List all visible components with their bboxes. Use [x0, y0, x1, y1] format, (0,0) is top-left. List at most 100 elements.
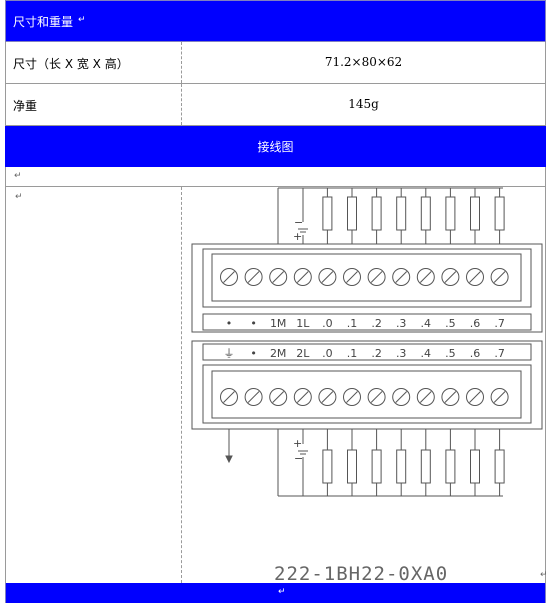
spec-value: 145g [348, 97, 379, 111]
top-terminal-screw [318, 268, 337, 286]
bottom-terminal-screw [220, 388, 238, 406]
top-screw-slot [223, 271, 235, 283]
top-terminal-label: .3 [396, 317, 407, 330]
bottom-load-resistor [371, 449, 382, 484]
section-header: 尺寸和重量↵ [5, 0, 546, 42]
spec-label: 尺寸（长 X 宽 X 高） [13, 57, 129, 71]
top-terminal-screw [293, 268, 312, 286]
bottom-label-strip [202, 343, 532, 361]
top-load-resistor [396, 196, 407, 231]
top-load-resistor [470, 196, 480, 231]
bottom-terminal-block-outer [202, 364, 532, 424]
paragraph-mark: ↵ [14, 171, 22, 181]
top-terminal-label: .7 [494, 317, 505, 330]
wiring-header: 接线图 [5, 126, 546, 167]
bottom-load-resistor [494, 449, 505, 484]
bottom-terminal-screw [490, 388, 509, 406]
top-load-resistor [494, 196, 505, 231]
bottom-terminal-label: .4 [421, 347, 432, 360]
wiring-title: 接线图 [257, 140, 294, 154]
bottom-terminal-label: .1 [347, 347, 358, 360]
top-terminal-screw [269, 268, 288, 286]
column-divider [181, 42, 182, 83]
bottom-power-minus: − [294, 452, 303, 465]
top-terminal-screw [416, 268, 435, 286]
bottom-screw-slot [395, 391, 408, 403]
top-terminal-screw [466, 268, 484, 286]
top-power-minus: − [294, 216, 303, 229]
bottom-terminal-block [211, 370, 522, 419]
bottom-screw-slot [223, 391, 235, 403]
top-terminal-screw [343, 268, 361, 286]
top-load-resistor [371, 196, 382, 231]
top-terminal-screw [367, 268, 386, 286]
paragraph-mark: ↵ [540, 570, 548, 580]
bottom-screw-slot [444, 391, 457, 403]
bottom-screw-slot [493, 391, 506, 403]
top-terminal-label: .4 [421, 317, 432, 330]
bottom-load-resistor [445, 449, 456, 484]
bottom-terminal-label: 2L [296, 347, 310, 360]
top-screw-slot [370, 271, 383, 283]
top-terminal-screw [244, 268, 263, 286]
bottom-terminal-screw [343, 388, 361, 406]
bottom-terminal-screw [441, 388, 460, 406]
top-load-resistor [445, 196, 456, 231]
top-screw-slot [395, 271, 408, 283]
bottom-terminal-screw [293, 388, 312, 406]
bottom-load-resistor [420, 449, 431, 484]
top-terminal-screw [220, 268, 238, 286]
top-terminal-label: 1L [296, 317, 310, 330]
top-terminal-label: .2 [371, 317, 382, 330]
bottom-screw-slot [321, 391, 334, 403]
bottom-load-resistor [470, 449, 480, 484]
empty-table-row: ↵ [5, 167, 546, 187]
bottom-terminal-label: .3 [396, 347, 407, 360]
section-title: 尺寸和重量 [13, 15, 74, 29]
bottom-terminal-label: 2M [270, 347, 287, 360]
bottom-connector-housing [191, 340, 543, 430]
top-terminal-label: 1M [270, 317, 287, 330]
top-power-plus: + [293, 230, 302, 243]
top-screw-slot [419, 271, 432, 283]
bottom-screw-slot [419, 391, 432, 403]
top-screw-slot [469, 271, 481, 283]
paragraph-mark: ↵ [15, 192, 23, 202]
top-load-resistor [420, 196, 431, 231]
bottom-terminal-screw [416, 388, 435, 406]
top-terminal-label: • [250, 317, 257, 330]
top-connector-housing [191, 243, 543, 333]
bottom-screw-slot [247, 391, 260, 403]
spec-row-size: 尺寸（长 X 宽 X 高） 71.2×80×62 [5, 42, 546, 84]
bottom-terminal-label: • [250, 347, 257, 360]
bottom-power-plus: + [293, 437, 302, 450]
footer-bar: ↵ [5, 583, 546, 603]
bottom-terminal-screw [269, 388, 288, 406]
bottom-load-resistor [396, 449, 407, 484]
top-terminal-screw [490, 268, 509, 286]
top-terminal-label: .6 [470, 317, 481, 330]
top-terminal-block [211, 253, 522, 302]
top-screw-slot [346, 271, 358, 283]
bottom-terminal-screw [466, 388, 484, 406]
bottom-terminal-label: .7 [494, 347, 505, 360]
bottom-terminal-label: ⏚ [224, 347, 235, 360]
top-terminal-screw [392, 268, 411, 286]
bottom-terminal-label: .2 [371, 347, 382, 360]
top-screw-slot [444, 271, 457, 283]
top-terminal-label: .5 [445, 317, 456, 330]
bottom-terminal-screw [318, 388, 337, 406]
top-load-resistor [322, 196, 333, 231]
top-label-strip [202, 313, 532, 331]
spec-value: 71.2×80×62 [324, 55, 403, 69]
bottom-screw-slot [469, 391, 481, 403]
top-terminal-screw [441, 268, 460, 286]
diagram-row: ↵ ↵ [5, 187, 548, 583]
bottom-terminal-screw [244, 388, 263, 406]
bottom-terminal-label: .0 [322, 347, 333, 360]
model-number: 222-1BH22-0XA0 [274, 563, 448, 585]
top-screw-slot [321, 271, 334, 283]
spec-label: 净重 [13, 99, 38, 113]
top-terminal-label: .0 [322, 317, 333, 330]
column-divider [181, 84, 182, 125]
